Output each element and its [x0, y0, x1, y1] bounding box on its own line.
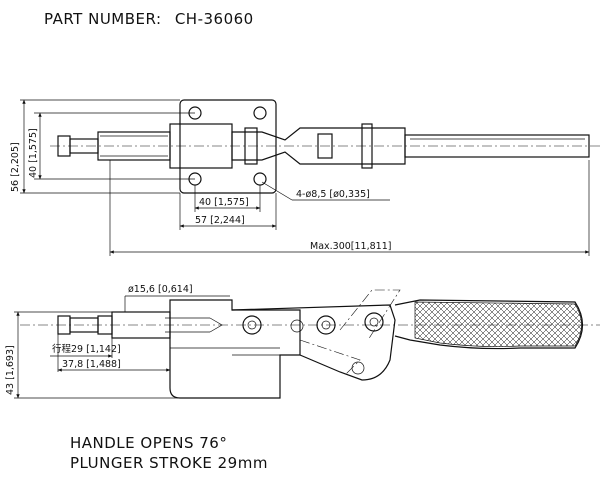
- dim-stroke: 行程29 [1,142]: [52, 343, 121, 355]
- dim-height-56: 56 [2,205]: [10, 142, 21, 192]
- link-pin: [244, 127, 258, 165]
- note-plunger-stroke: PLUNGER STROKE 29mm: [70, 454, 268, 472]
- dim-offset-37: 37,8 [1,488]: [62, 359, 121, 370]
- part-number-label: PART NUMBER:: [44, 10, 162, 28]
- side-body: [169, 299, 301, 399]
- handle-bar: [404, 134, 590, 158]
- pivot-3: [364, 312, 384, 332]
- handle-body: [394, 299, 584, 350]
- pivot-1: [242, 315, 262, 335]
- dim-holes: 4-ø8,5 [ø0,335]: [296, 189, 370, 200]
- plunger-sleeve: [97, 131, 171, 161]
- linkage-arm: [231, 127, 406, 165]
- top-view: 56 [2,205] 40 [1,575] 4-ø8,5 [ø0,335] 40…: [10, 99, 600, 256]
- side-link-plate: [231, 304, 396, 381]
- link-block: [317, 133, 333, 159]
- handle-open-phantom: [339, 289, 401, 341]
- part-number-header: PART NUMBER: CH-36060: [44, 10, 254, 28]
- pivot-block: [361, 123, 373, 169]
- handle-grip: [414, 301, 582, 347]
- pivot-2: [316, 315, 336, 335]
- part-number-value: CH-36060: [174, 10, 254, 28]
- mounting-plate: [179, 99, 277, 194]
- dim-width-57: 57 [2,244]: [195, 215, 245, 226]
- dim-height-40: 40 [1,575]: [28, 128, 39, 178]
- side-view: ø15,6 [0,614] 43 [1,693] 行程29 [1,142] 37…: [5, 284, 600, 399]
- mount-hole-2: [253, 106, 267, 120]
- dim-plunger-dia: ø15,6 [0,614]: [128, 284, 193, 295]
- dim-max-length: Max.300[11,811]: [310, 241, 391, 252]
- dim-height-43: 43 [1,693]: [5, 345, 16, 395]
- note-handle-opens: HANDLE OPENS 76°: [70, 434, 228, 452]
- dim-width-40: 40 [1,575]: [199, 197, 249, 208]
